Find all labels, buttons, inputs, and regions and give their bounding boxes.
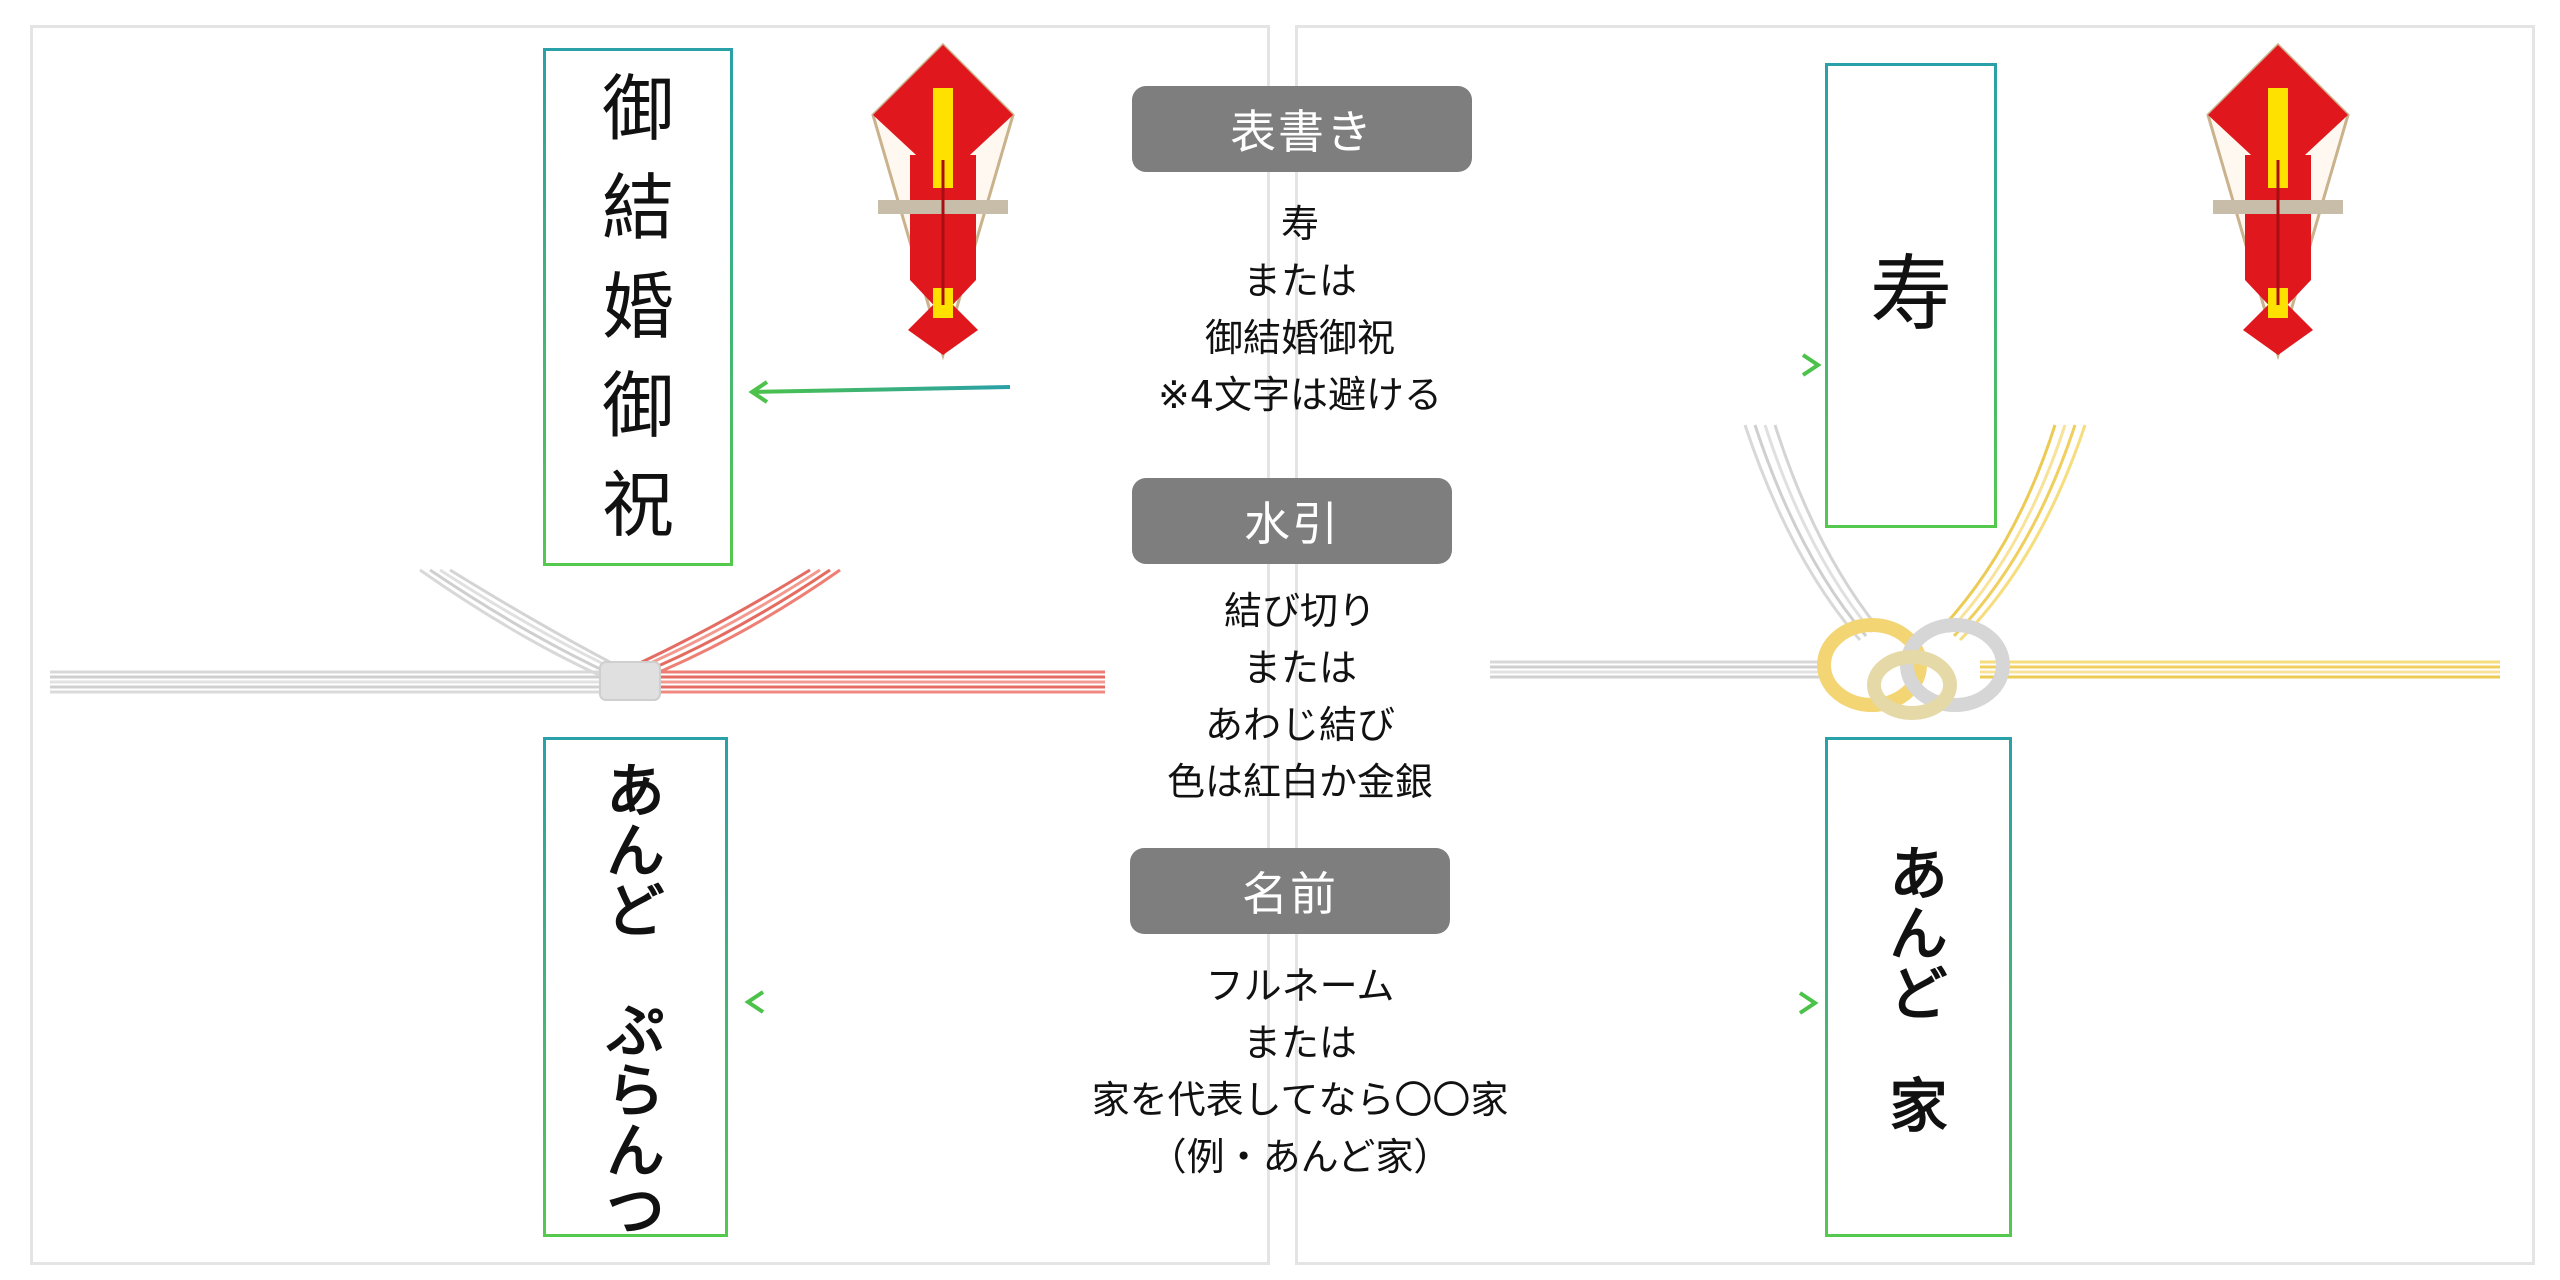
desc-line: （例・あんど家） bbox=[1148, 1135, 1452, 1179]
desc-line: 寿 bbox=[1280, 202, 1319, 246]
right-name-char: ど bbox=[1889, 960, 1948, 1028]
section-title-mizuhiki: 水引 bbox=[1132, 478, 1452, 564]
left-omote-char: 結 bbox=[601, 166, 674, 250]
left-name-char: ら bbox=[606, 1057, 665, 1125]
left-name-label: あ ん ど ぷ ら ん つ bbox=[543, 737, 728, 1245]
desc-line: または bbox=[1242, 1021, 1357, 1065]
noshi-ornament-left bbox=[871, 42, 1015, 361]
left-name-char: あ bbox=[606, 757, 665, 825]
left-omote-label: 御 結 婚 御 祝 bbox=[543, 48, 733, 566]
section-title-name: 名前 bbox=[1130, 848, 1450, 934]
left-name-char: ん bbox=[606, 1117, 665, 1185]
section-desc-mizuhiki: 結び切り または あわじ結び 色は紅白か金銀 bbox=[1050, 583, 1550, 811]
desc-line: あわじ結び bbox=[1204, 703, 1395, 747]
section-desc-name: フルネーム または 家を代表してなら〇〇家 （例・あんど家） bbox=[1030, 958, 1570, 1186]
left-omote-char: 婚 bbox=[601, 265, 674, 349]
left-name-char: ど bbox=[606, 877, 665, 945]
left-name-char: ん bbox=[606, 817, 665, 885]
right-omote-char: 寿 bbox=[1869, 247, 1952, 342]
right-omote-label: 寿 bbox=[1825, 63, 1997, 528]
left-omote-char: 御 bbox=[601, 364, 674, 448]
desc-line: 御結婚御祝 bbox=[1204, 316, 1395, 360]
left-omote-char: 祝 bbox=[601, 463, 674, 547]
desc-line: ※4文字は避ける bbox=[1157, 373, 1443, 417]
section-title-omote: 表書き bbox=[1132, 86, 1472, 172]
noshi-ornament-right bbox=[2206, 42, 2350, 361]
section-desc-omote: 寿 または 御結婚御祝 ※4文字は避ける bbox=[1050, 196, 1550, 424]
right-name-char: あ bbox=[1889, 840, 1948, 908]
right-name-char: ん bbox=[1889, 900, 1948, 968]
left-name-char: つ bbox=[606, 1177, 665, 1245]
arrow-omote-left bbox=[751, 385, 1011, 394]
left-name-char: ぷ bbox=[606, 997, 665, 1065]
desc-line: または bbox=[1242, 646, 1357, 690]
desc-line: 家を代表してなら〇〇家 bbox=[1091, 1078, 1509, 1122]
left-omote-char: 御 bbox=[601, 67, 674, 151]
desc-line: または bbox=[1242, 259, 1357, 303]
right-name-char: 家 bbox=[1889, 1072, 1948, 1140]
desc-line: 結び切り bbox=[1223, 589, 1376, 633]
desc-line: フルネーム bbox=[1205, 964, 1395, 1008]
desc-line: 色は紅白か金銀 bbox=[1166, 760, 1433, 804]
right-name-label: あ ん ど 家 bbox=[1825, 737, 2012, 1237]
